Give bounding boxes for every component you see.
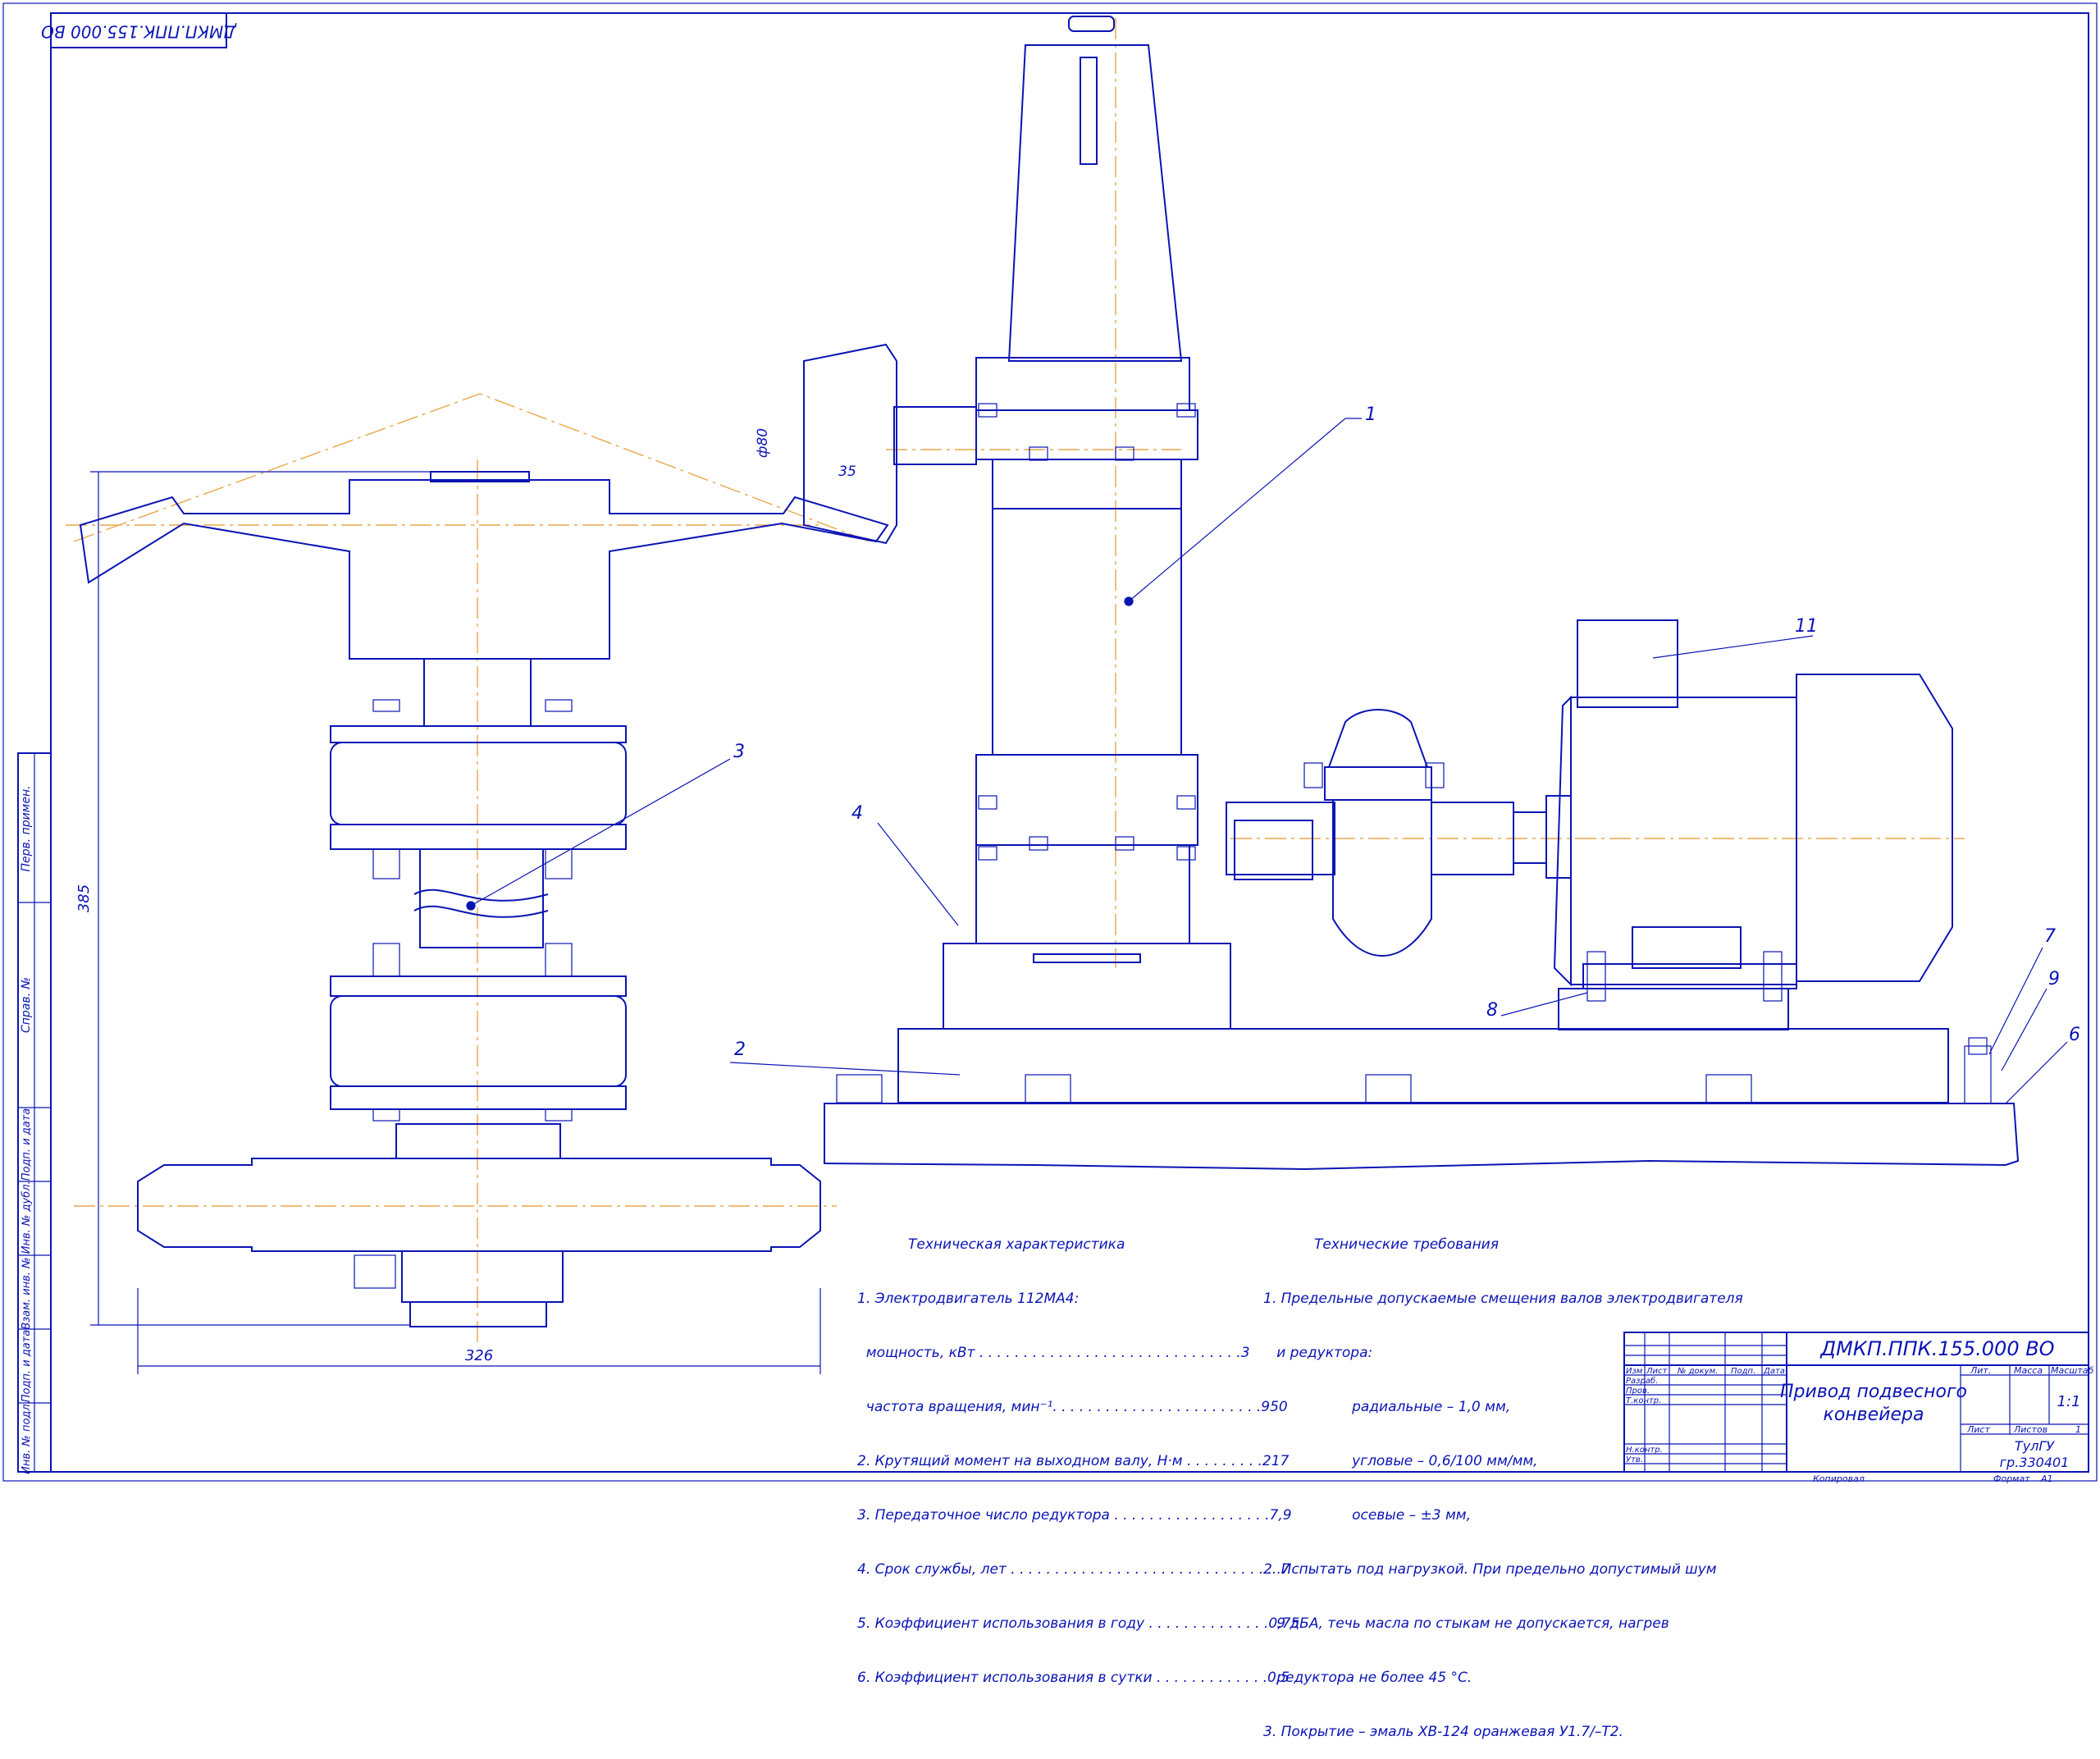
- tb-group: гр.330401: [2000, 1455, 2070, 1470]
- tb-utv: Утв.: [1626, 1455, 1643, 1464]
- tb-tkontr: Т.контр.: [1626, 1396, 1661, 1405]
- strip-perv-primen: Перв. примен.: [20, 785, 33, 871]
- tb-masshtab: Масштаб: [2051, 1365, 2093, 1376]
- tech-req-line-8: редуктора не более 45 °С.: [1263, 1670, 1472, 1686]
- tb-org: ТулГУ: [2015, 1438, 2055, 1454]
- leader-label-8: 8: [1486, 1000, 1498, 1021]
- tech-char-title: Техническая характеристика: [908, 1236, 1125, 1253]
- strip-inv-podl: Инв. № подл.: [21, 1400, 33, 1474]
- right-view: [803, 16, 2020, 1171]
- tech-characteristics: Техническая характеристика 1. Электродви…: [857, 1199, 1299, 1705]
- leader-label-6: 6: [2069, 1025, 2080, 1045]
- leader-label-1: 1: [1365, 404, 1376, 425]
- tech-char-line-3: частота вращения, мин⁻¹. . . . . . . . .…: [857, 1399, 1288, 1415]
- leader-label-9: 9: [2048, 969, 2060, 989]
- strip-podp-data-1: Подп. и дата: [21, 1108, 33, 1181]
- tb-list: Лист: [1646, 1367, 1669, 1376]
- tech-req-title: Технические требования: [1314, 1236, 1499, 1253]
- tb-name-line1: Привод подвесного: [1780, 1382, 1967, 1402]
- rotated-code-stamp: ДМКП.ППК.155.000 ВО: [41, 12, 237, 48]
- rotated-code-text: ДМКП.ППК.155.000 ВО: [41, 22, 237, 42]
- title-block: ДМКП.ППК.155.000 ВО Привод подвесного ко…: [1623, 1332, 2093, 1473]
- tb-listov-value: 1: [2075, 1424, 2081, 1435]
- leader-label-11: 11: [1795, 616, 1818, 637]
- tb-podp: Подп.: [1731, 1367, 1755, 1376]
- tech-req-line-2: и редуктора:: [1263, 1345, 1373, 1361]
- tb-data: Дата: [1763, 1367, 1785, 1376]
- tech-char-line-4: 2. Крутящий момент на выходном валу, Н·м…: [857, 1453, 1290, 1469]
- tb-format-value: А1: [2040, 1473, 2053, 1484]
- leader-lines: [466, 418, 2068, 1104]
- tech-req-line-4: угловые – 0,6/100 мм/мм,: [1263, 1453, 1538, 1469]
- tb-prov: Пров.: [1626, 1387, 1650, 1396]
- tb-list-label: Лист: [1966, 1424, 1990, 1435]
- strip-inv-dubl: Взам. инв. № Инв. № дубл.: [21, 1181, 33, 1329]
- tb-scale-value: 1:1: [2057, 1393, 2081, 1410]
- tech-char-line-6: 4. Срок службы, лет . . . . . . . . . . …: [857, 1561, 1290, 1578]
- tech-req-line-6: 2. Испытать под нагрузкой. При предельно…: [1263, 1561, 1717, 1578]
- leader-label-3: 3: [733, 742, 745, 762]
- tech-req-line-5: осевые – ±3 мм,: [1263, 1507, 1472, 1524]
- tech-char-line-8: 6. Коэффициент использования в сутки . .…: [857, 1670, 1290, 1686]
- tech-req-line-7: 9 дБА, течь масла по стыкам не допускает…: [1263, 1615, 1669, 1632]
- outer-border: [2, 2, 2098, 1482]
- drawing-sheet: ДМКП.ППК.155.000 ВО Перв. примен. Справ.…: [2, 2, 2098, 1484]
- tb-lit: Лит.: [1970, 1365, 1991, 1376]
- tb-listov-label: Листов: [2013, 1424, 2048, 1435]
- tech-req-line-3: радиальные – 1,0 мм,: [1263, 1399, 1511, 1415]
- dim-d80: ф80: [755, 428, 771, 458]
- tb-format-label: Формат: [1993, 1473, 2030, 1484]
- leader-label-4: 4: [851, 803, 863, 824]
- dim-385: 385: [75, 884, 93, 912]
- tb-code: ДМКП.ППК.155.000 ВО: [1819, 1337, 2054, 1360]
- tb-kopiroval: Копировал: [1813, 1473, 1865, 1484]
- tech-char-line-5: 3. Передаточное число редуктора . . . . …: [857, 1507, 1292, 1524]
- tech-req-line-1: 1. Предельные допускаемые смещения валов…: [1263, 1291, 1743, 1307]
- tech-requirements: Технические требования 1. Предельные доп…: [1263, 1199, 1743, 1759]
- tech-req-line-9: 3. Покрытие – эмаль ХВ-124 оранжевая У1.…: [1263, 1724, 1623, 1740]
- tech-char-line-2: мощность, кВт . . . . . . . . . . . . . …: [857, 1345, 1250, 1361]
- leader-label-7: 7: [2044, 926, 2056, 947]
- inner-frame: [50, 12, 2089, 1473]
- left-view: [66, 393, 889, 1374]
- strip-podp-data-2: Подп. и дата: [21, 1330, 33, 1403]
- left-strip: Перв. примен. Справ. № Подп. и дата Взам…: [17, 752, 52, 1474]
- tech-char-line-1: 1. Электродвигатель 112МА4:: [857, 1291, 1080, 1307]
- tb-massa: Масса: [2014, 1365, 2043, 1376]
- dim-35: 35: [838, 464, 856, 480]
- tb-nkontr: Н.контр.: [1626, 1446, 1663, 1455]
- tb-name-line2: конвейера: [1824, 1405, 1924, 1425]
- leader-label-2: 2: [734, 1039, 746, 1060]
- tb-izm: Изм: [1626, 1367, 1643, 1376]
- strip-sprav-no: Справ. №: [20, 977, 33, 1033]
- tech-char-line-7: 5. Коэффициент использования в году . . …: [857, 1615, 1300, 1632]
- dim-326: 326: [465, 1347, 493, 1364]
- tb-doc-no: № докум.: [1677, 1367, 1718, 1376]
- tb-razrab: Разраб.: [1626, 1376, 1658, 1386]
